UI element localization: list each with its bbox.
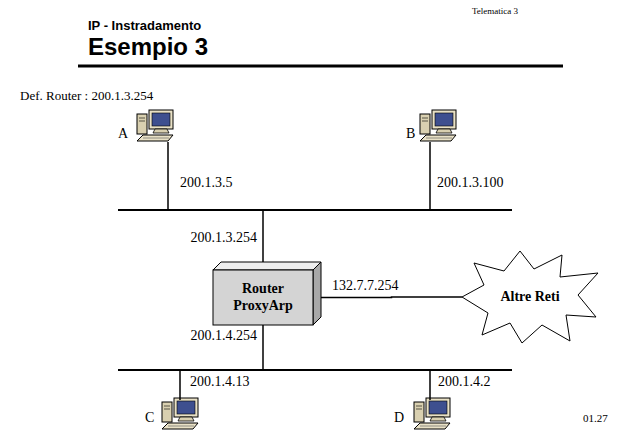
ip-address: 200.1.4.2 — [438, 374, 491, 390]
computer-icon — [420, 110, 456, 141]
ip-address: 200.1.3.100 — [437, 175, 504, 191]
course-name: Telematica 3 — [472, 6, 518, 16]
drop-line — [429, 370, 431, 400]
title-rule — [78, 65, 563, 68]
lan-bus — [118, 369, 512, 371]
link-line — [321, 296, 462, 298]
computer-icon — [137, 110, 173, 141]
drop-line — [167, 142, 169, 210]
drop-line — [179, 370, 181, 400]
computer-icon — [414, 398, 450, 429]
network-cloud: Altre Reti — [462, 251, 598, 343]
ip-address: 132.7.7.254 — [332, 278, 399, 294]
host-name: B — [406, 126, 415, 142]
box-side-face — [313, 262, 321, 325]
default-router-note: Def. Router : 200.1.3.254 — [20, 89, 153, 104]
computer-icon — [162, 398, 198, 429]
slide-title: Esempio 3 — [88, 33, 208, 61]
node-label: Altre Reti — [500, 289, 559, 305]
box-front-face — [213, 270, 313, 325]
ip-address: 200.1.4.13 — [190, 374, 250, 390]
ip-address: 200.1.3.5 — [180, 175, 233, 191]
host-name: A — [118, 126, 128, 142]
node-label: Router ProxyArp — [216, 281, 310, 313]
ip-address: 200.1.4.254 — [191, 328, 258, 344]
ip-address: 200.1.3.254 — [191, 230, 258, 246]
section-heading: IP - Instradamento — [88, 19, 201, 34]
slide-number: 01.27 — [583, 412, 608, 425]
box-top-face — [213, 262, 321, 270]
lan-bus — [118, 209, 512, 211]
host-name: C — [145, 410, 154, 426]
starburst-shape — [462, 251, 598, 343]
host-name: D — [394, 410, 404, 426]
drop-line — [262, 210, 264, 262]
node-text-area: Altre Reti — [462, 251, 598, 343]
router-box: Router ProxyArp — [213, 262, 321, 325]
drop-line — [429, 142, 431, 210]
drop-line — [262, 325, 264, 370]
node-text-area: Router ProxyArp — [213, 270, 313, 325]
